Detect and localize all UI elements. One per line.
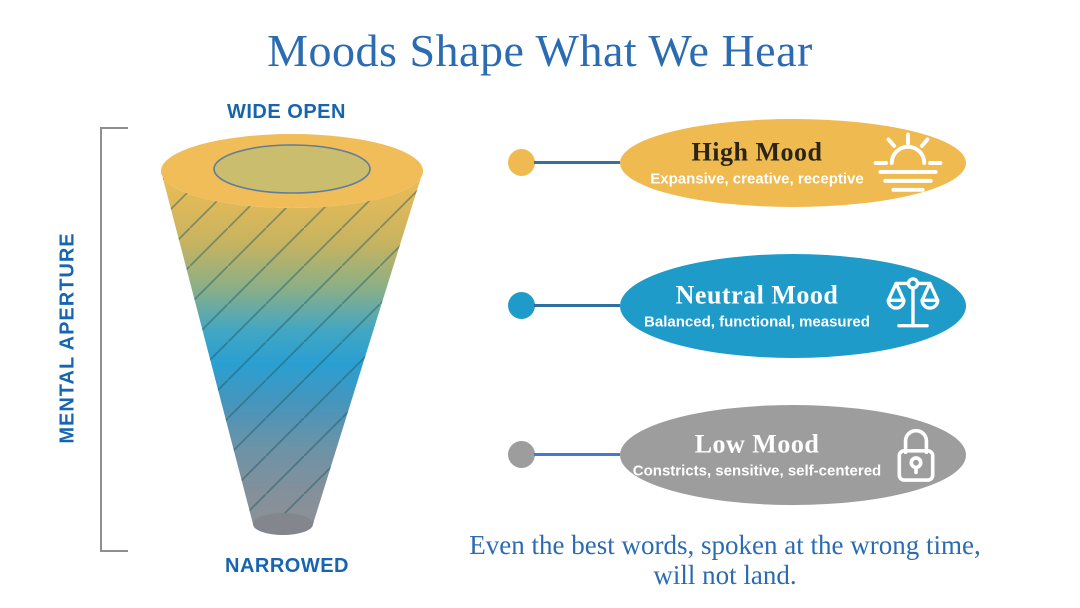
neutral-mood-oval: Neutral Mood Balanced, functional, measu… [620, 254, 966, 358]
page-title: Moods Shape What We Hear [267, 25, 813, 76]
closing-quote: Even the best words, spoken at the wrong… [450, 530, 1000, 590]
aperture-bracket [100, 127, 128, 552]
neutral-mood-dot [508, 292, 535, 319]
neutral-mood-text: Neutral Mood Balanced, functional, measu… [628, 280, 886, 331]
neutral-mood-title: Neutral Mood [675, 280, 839, 310]
neutral-mood-connector [534, 304, 620, 307]
funnel-hatch-texture [161, 171, 423, 535]
low-mood-text: Low Mood Constricts, sensitive, self-cen… [628, 429, 886, 480]
low-mood-title: Low Mood [694, 429, 820, 459]
high-mood-text: High Mood Expansive, creative, receptive [628, 137, 886, 188]
high-mood-oval: High Mood Expansive, creative, receptive [620, 119, 966, 207]
low-mood-connector [534, 453, 620, 456]
quote-line-1: Even the best words, spoken at the wrong… [469, 530, 981, 560]
low-mood-dot [508, 441, 535, 468]
scales-icon [882, 273, 944, 339]
quote-line-2: will not land. [653, 560, 797, 590]
neutral-mood-description: Balanced, functional, measured [644, 313, 870, 331]
low-mood-description: Constricts, sensitive, self-centered [632, 462, 882, 480]
funnel-top-label: WIDE OPEN [227, 101, 346, 123]
funnel-bottom-label: NARROWED [225, 555, 349, 577]
mental-aperture-funnel [161, 134, 423, 535]
sunrise-icon [872, 131, 944, 196]
high-mood-title: High Mood [691, 137, 823, 167]
aperture-axis-label: MENTAL APERTURE [56, 232, 79, 444]
high-mood-dot [508, 149, 535, 176]
funnel-top-opening [213, 144, 371, 194]
low-mood-oval: Low Mood Constricts, sensitive, self-cen… [620, 405, 966, 505]
padlock-icon [888, 423, 944, 487]
high-mood-description: Expansive, creative, receptive [650, 170, 864, 188]
funnel-tip-opening [253, 513, 313, 535]
high-mood-connector [534, 161, 620, 164]
